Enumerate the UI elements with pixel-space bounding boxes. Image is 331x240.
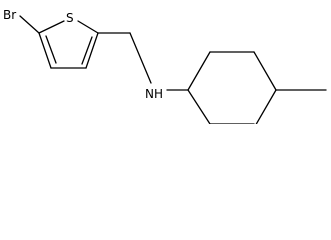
atom-label-bromine: Br bbox=[3, 8, 16, 22]
bond-ring-4 bbox=[255, 89, 277, 124]
bond-c4-c5 bbox=[38, 32, 52, 69]
bond-ring-6 bbox=[187, 89, 211, 124]
bond-ch2-n bbox=[129, 32, 152, 84]
atom-label-sulfur: S bbox=[66, 11, 74, 25]
bond-ring-1 bbox=[187, 51, 211, 91]
bond-c2-c3 bbox=[85, 32, 99, 69]
atom-label-amine: NH bbox=[145, 87, 163, 101]
bond-s-c2 bbox=[77, 20, 99, 34]
bond-ring-3 bbox=[253, 51, 277, 91]
bond-br-c5 bbox=[19, 15, 40, 34]
bond-c5-s bbox=[38, 20, 65, 34]
bond-c4-c5-inner bbox=[45, 35, 57, 64]
bond-c2-c3-inner bbox=[81, 36, 93, 65]
molecule-structure-diagram: Br S NH bbox=[3, 8, 327, 124]
